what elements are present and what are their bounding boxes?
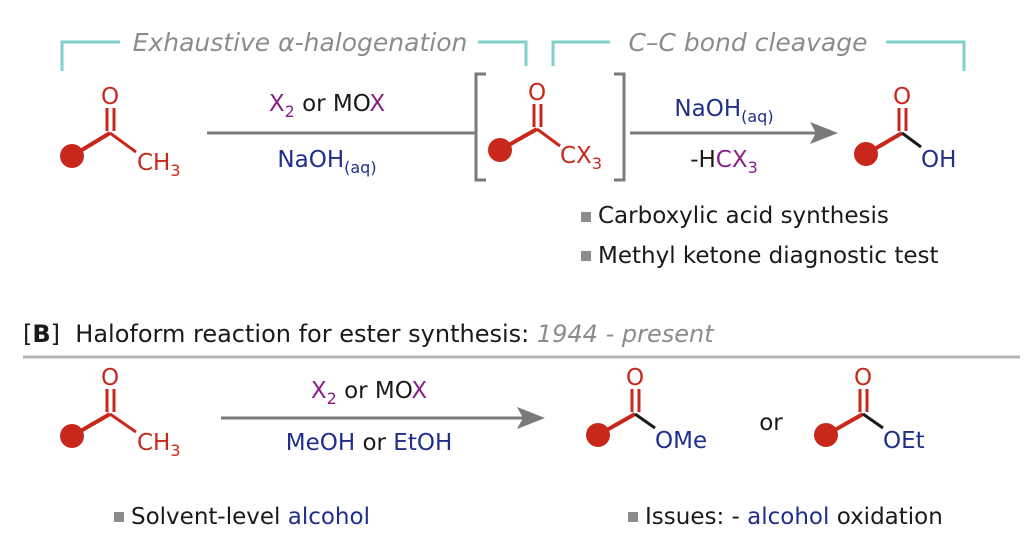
molecule-ethyl-ester: O OEt — [814, 365, 925, 454]
reagents-alcohol: MeOH or EtOH — [286, 430, 453, 456]
molecule-methyl-ester: O OMe — [586, 365, 707, 454]
molecule-methyl-ketone-a: O CH3 — [60, 84, 181, 180]
bullet-square — [581, 251, 591, 261]
intermediate-bracket-left — [474, 72, 486, 182]
oxygen-label: O — [893, 84, 911, 110]
arrow-head-2 — [810, 122, 838, 144]
bullet-square — [628, 512, 638, 522]
oxygen-label: O — [101, 365, 119, 391]
label-halogenation: Exhaustive α-halogenation — [133, 28, 468, 57]
oxygen-label: O — [528, 80, 546, 106]
molecule-carboxylic-acid: O OH — [854, 84, 956, 173]
methyl-label: CH3 — [137, 150, 181, 180]
reagents-halogen: X2 or MOX — [311, 378, 428, 408]
bullet-issues: Issues: - alcohol oxidation — [645, 504, 943, 530]
bullet-carboxylic-acid: Carboxylic acid synthesis — [598, 203, 889, 229]
intermediate-bracket-right — [614, 72, 626, 182]
molecule-methyl-ketone-b: O CH3 — [60, 365, 181, 460]
bracket-halogenation — [60, 40, 528, 71]
step2-byproduct: -HCX3 — [690, 147, 758, 177]
step1-reagents: X2 or MOX — [269, 91, 386, 121]
step1-base: NaOH(aq) — [277, 147, 376, 177]
molecule-trihalomethyl-ketone: O CX3 — [488, 80, 602, 173]
step2-base: NaOH(aq) — [674, 96, 773, 126]
oxygen-label: O — [854, 365, 872, 391]
bullet-solvent-alcohol: Solvent-level alcohol — [131, 504, 370, 530]
methoxy-label: OMe — [655, 428, 707, 454]
bullet-square — [581, 212, 591, 222]
hydroxyl-label: OH — [921, 147, 956, 173]
oxygen-label: O — [626, 365, 644, 391]
bracket-cleavage — [551, 40, 966, 71]
oxygen-label: O — [101, 84, 119, 110]
or-word: or — [759, 410, 783, 436]
methyl-label: CH3 — [137, 430, 181, 460]
bullet-diagnostic-test: Methyl ketone diagnostic test — [598, 243, 939, 269]
arrow-head-b — [517, 407, 545, 429]
label-cleavage: C–C bond cleavage — [629, 28, 868, 57]
bullet-square — [114, 512, 124, 522]
section-b-title: [B] Haloform reaction for ester synthesi… — [23, 320, 715, 348]
ethoxy-label: OEt — [883, 428, 925, 454]
cx3-label: CX3 — [560, 143, 602, 173]
